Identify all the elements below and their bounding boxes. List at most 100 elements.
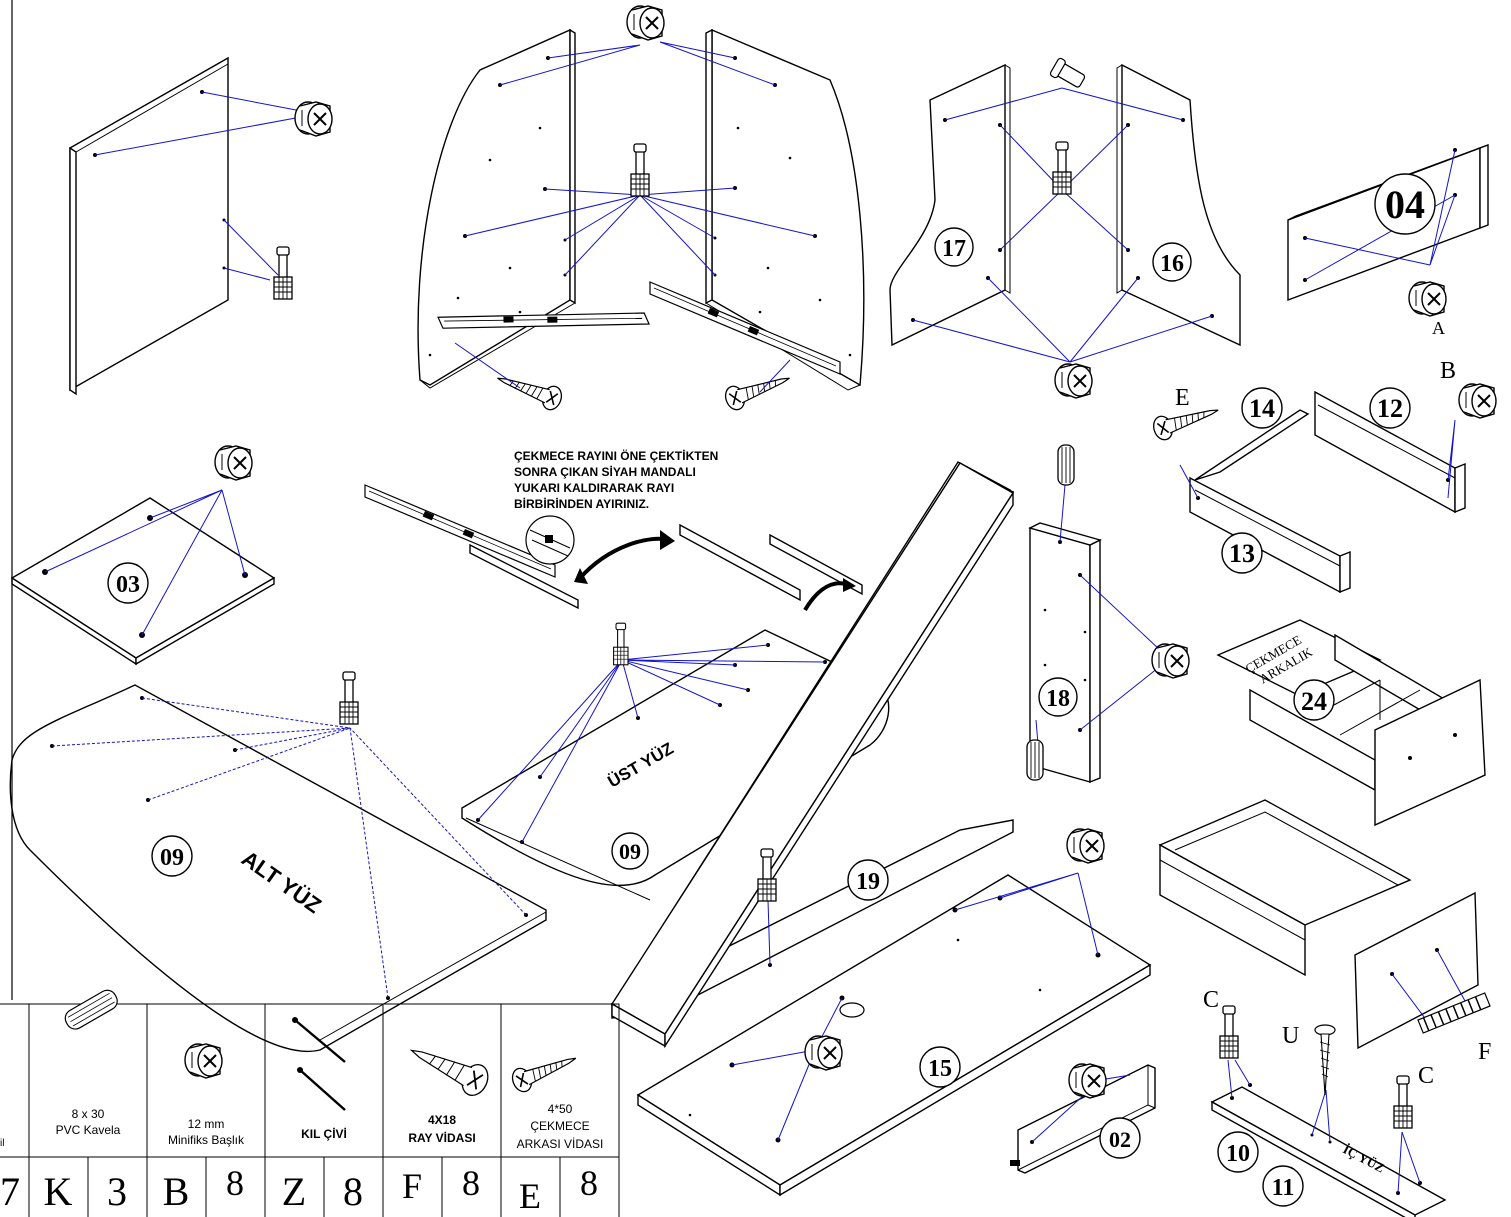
svg-text:18: 18	[1046, 686, 1070, 712]
cam-bolt-icon	[1052, 141, 1072, 195]
rail-screw-icon	[1417, 992, 1491, 1034]
part-label-15: 15	[919, 1046, 961, 1088]
rail-instruction-text: ÇEKMECE RAYINI ÖNE ÇEKTİKTEN SONRA ÇIKAN…	[514, 448, 718, 511]
part-label-24: 24	[1293, 679, 1335, 721]
svg-text:4*50: 4*50	[548, 1102, 573, 1116]
svg-text:13: 13	[1229, 539, 1255, 568]
hardware-qty-f: 8	[462, 1163, 480, 1203]
drawer-front-04	[1287, 143, 1489, 317]
hardware-letter-a: A	[1432, 318, 1445, 338]
hardware-letter-c: C	[1418, 1063, 1434, 1089]
partial-cell-qty: 7	[0, 1169, 20, 1214]
part-label-13: 13	[1221, 532, 1263, 574]
svg-text:16: 16	[1160, 251, 1184, 277]
cam-lock-icon	[1151, 643, 1190, 679]
screw-icon	[721, 366, 795, 414]
svg-text:RAY VİDASI: RAY VİDASI	[408, 1130, 475, 1145]
svg-text:03: 03	[116, 572, 140, 598]
svg-text:14: 14	[1249, 394, 1275, 423]
drawer-24	[1216, 619, 1486, 827]
drawer-box-lower	[1158, 799, 1491, 1050]
side-panels-17-16	[889, 57, 1241, 399]
hardware-letter-u: U	[1282, 1023, 1299, 1049]
svg-text:12: 12	[1377, 394, 1403, 423]
cam-lock-icon	[1408, 281, 1447, 317]
part-label-09-ust: 09	[611, 832, 649, 870]
side-panels-top-center	[417, 5, 865, 414]
partial-cell-label: il	[0, 1138, 4, 1149]
svg-text:ÇEKMECE RAYINI ÖNE ÇEKTİKTEN: ÇEKMECE RAYINI ÖNE ÇEKTİKTEN	[514, 448, 718, 463]
svg-text:12 mm: 12 mm	[188, 1117, 225, 1131]
hardware-letter-f: F	[1478, 1039, 1491, 1065]
rail-separation-detail	[364, 484, 863, 612]
panel-02	[1010, 1063, 1156, 1174]
cam-lock-icon	[184, 1043, 223, 1079]
svg-text:8 x 30: 8 x 30	[72, 1107, 105, 1121]
dowel-icon	[1057, 444, 1075, 486]
svg-text:19: 19	[856, 869, 880, 895]
bottom-panel-15	[636, 828, 1152, 1197]
part-label-14: 14	[1241, 387, 1283, 429]
hardware-letter-e: E	[1175, 385, 1190, 411]
board-19-main	[611, 462, 1014, 1049]
hardware-code-k: K	[44, 1169, 73, 1214]
side-panel-top-left	[69, 56, 333, 396]
svg-text:09: 09	[160, 845, 184, 871]
svg-text:04: 04	[1385, 182, 1425, 227]
cam-bolt-icon	[1219, 1005, 1239, 1059]
hardware-qty-k: 3	[107, 1169, 127, 1214]
part-label-10: 10	[1217, 1131, 1259, 1173]
svg-text:BİRBİRİNDEN AYIRINIZ.: BİRBİRİNDEN AYIRINIZ.	[514, 496, 649, 511]
dowel-icon	[64, 989, 118, 1030]
cam-bolt-icon	[1393, 1075, 1413, 1129]
svg-text:ARKASI VİDASI: ARKASI VİDASI	[517, 1137, 604, 1151]
hardware-qty-z: 8	[343, 1169, 363, 1214]
svg-text:4X18: 4X18	[428, 1113, 456, 1127]
part-label-16: 16	[1152, 242, 1192, 282]
part-label-17: 17	[934, 227, 974, 267]
part-label-12: 12	[1369, 387, 1411, 429]
svg-text:15: 15	[928, 1056, 952, 1082]
rail-screw-icon	[409, 1049, 489, 1097]
cam-bolt-icon	[630, 143, 650, 197]
hardware-letter-c: C	[1203, 987, 1219, 1013]
screw-icon	[508, 1046, 582, 1096]
part-label-18: 18	[1038, 677, 1078, 717]
svg-text:KIL ÇİVİ: KIL ÇİVİ	[301, 1126, 347, 1141]
svg-text:ÇEKMECE: ÇEKMECE	[530, 1119, 589, 1133]
svg-text:SONRA ÇIKAN SİYAH MANDALI: SONRA ÇIKAN SİYAH MANDALI	[514, 464, 696, 479]
nail-icon	[292, 1017, 346, 1111]
hardware-code-z: Z	[282, 1169, 306, 1214]
part-number-labels: 04 17 16 14 12 13 03 18	[107, 173, 1436, 1207]
hardware-qty-b: 8	[226, 1163, 244, 1203]
hardware-code-e: E	[519, 1176, 541, 1216]
part-label-19: 19	[847, 859, 889, 901]
top-panel-09-alt	[9, 671, 547, 1053]
shelf-panel-03	[10, 445, 276, 666]
cam-lock-icon	[1458, 383, 1497, 419]
hardware-table: il 7 8 x 30 PVC Kavela K 3 12 mm Minifik…	[0, 989, 620, 1217]
screw-icon	[492, 366, 566, 414]
svg-text:Minifiks Başlık: Minifiks Başlık	[168, 1133, 245, 1147]
cam-lock-icon	[1066, 828, 1105, 864]
cam-lock-icon	[294, 101, 333, 137]
hardware-letters: A B E C U C F	[1175, 318, 1491, 1089]
svg-text:11: 11	[1272, 1175, 1295, 1201]
cam-lock-icon	[804, 1035, 843, 1071]
long-screw-icon	[1314, 1024, 1336, 1096]
svg-text:24: 24	[1301, 687, 1327, 716]
cam-lock-icon	[1068, 1063, 1107, 1099]
top-panel-09-ust	[461, 622, 890, 901]
hardware-letter-b: B	[1440, 358, 1456, 384]
cam-lock-icon	[626, 5, 665, 41]
part-label-04: 04	[1374, 173, 1436, 235]
svg-text:17: 17	[942, 236, 966, 262]
hardware-code-f: F	[402, 1166, 422, 1206]
svg-text:02: 02	[1109, 1127, 1131, 1152]
dowel-icon	[1026, 739, 1044, 781]
part-label-03: 03	[107, 562, 149, 604]
cam-lock-icon	[214, 445, 253, 481]
cam-bolt-icon	[613, 622, 629, 666]
part-label-09-alt: 09	[151, 835, 193, 877]
